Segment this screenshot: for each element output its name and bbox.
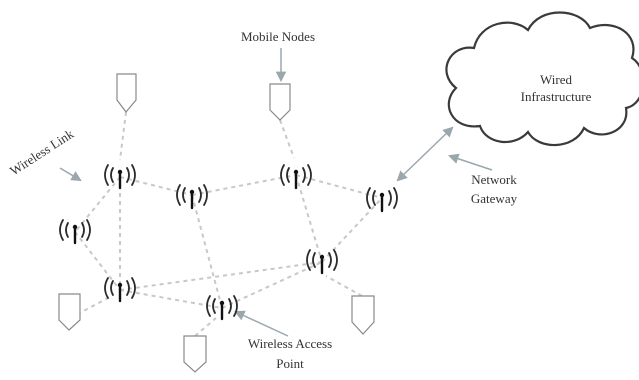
wireless-access-point-label-line1: Wireless Access: [248, 336, 332, 351]
mobile-device-icon: [351, 295, 375, 335]
link-ap7-ap8: [221, 261, 323, 309]
link-ap6-ap7: [119, 289, 223, 309]
diagram-labels: Mobile Nodes Wireless Link Network Gatew…: [7, 29, 518, 371]
wired-label-line2: Infrastructure: [521, 89, 592, 104]
link-node5-ap8: [325, 275, 363, 297]
wireless-antenna-icon: [280, 164, 312, 190]
mobile-device-icon: [58, 293, 81, 331]
network-gateway-arrow: [448, 153, 493, 171]
wired-infrastructure-cloud: Wired Infrastructure: [445, 11, 639, 147]
wireless-links: [69, 111, 383, 337]
cloud-icon: [445, 11, 639, 147]
link-ap3-ap8: [295, 174, 323, 263]
network-gateway-label-line1: Network: [471, 172, 517, 187]
wireless-access-point-arrow: [234, 310, 289, 337]
mobile-device-icon: [116, 73, 137, 113]
link-node2-ap3: [279, 119, 295, 159]
wireless-antenna-icon: [59, 219, 91, 245]
wireless-access-point-label-line2: Point: [276, 356, 304, 371]
link-ap6-ap8: [119, 261, 323, 291]
mobile-device-icon: [183, 335, 207, 373]
wireless-antenna-icon: [104, 277, 136, 303]
wired-label-line1: Wired: [540, 72, 572, 87]
link-ap2-ap3: [191, 174, 297, 196]
link-ap8-ap4: [321, 197, 383, 263]
mobile-device-icon: [269, 83, 291, 121]
wireless-link-arrow: [59, 167, 82, 182]
link-node1-ap1: [119, 111, 127, 161]
access-points: [59, 164, 398, 321]
wireless-antenna-icon: [206, 295, 238, 321]
gateway-arrow: [396, 126, 454, 182]
wireless-antenna-icon: [176, 184, 208, 210]
wireless-antenna-icon: [366, 187, 398, 213]
link-ap3-ap4: [295, 174, 383, 199]
annotation-arrows: [59, 48, 493, 337]
mobile-nodes: [58, 73, 375, 373]
mobile-nodes-label: Mobile Nodes: [241, 29, 315, 44]
wireless-antenna-icon: [306, 249, 338, 275]
wireless-link-label: Wireless Link: [7, 126, 77, 178]
link-node4-ap7: [194, 317, 217, 337]
link-ap2-ap7: [191, 194, 223, 309]
network-gateway-label-line2: Gateway: [471, 191, 518, 206]
wireless-antenna-icon: [104, 164, 136, 190]
link-ap1-ap2: [119, 176, 193, 196]
